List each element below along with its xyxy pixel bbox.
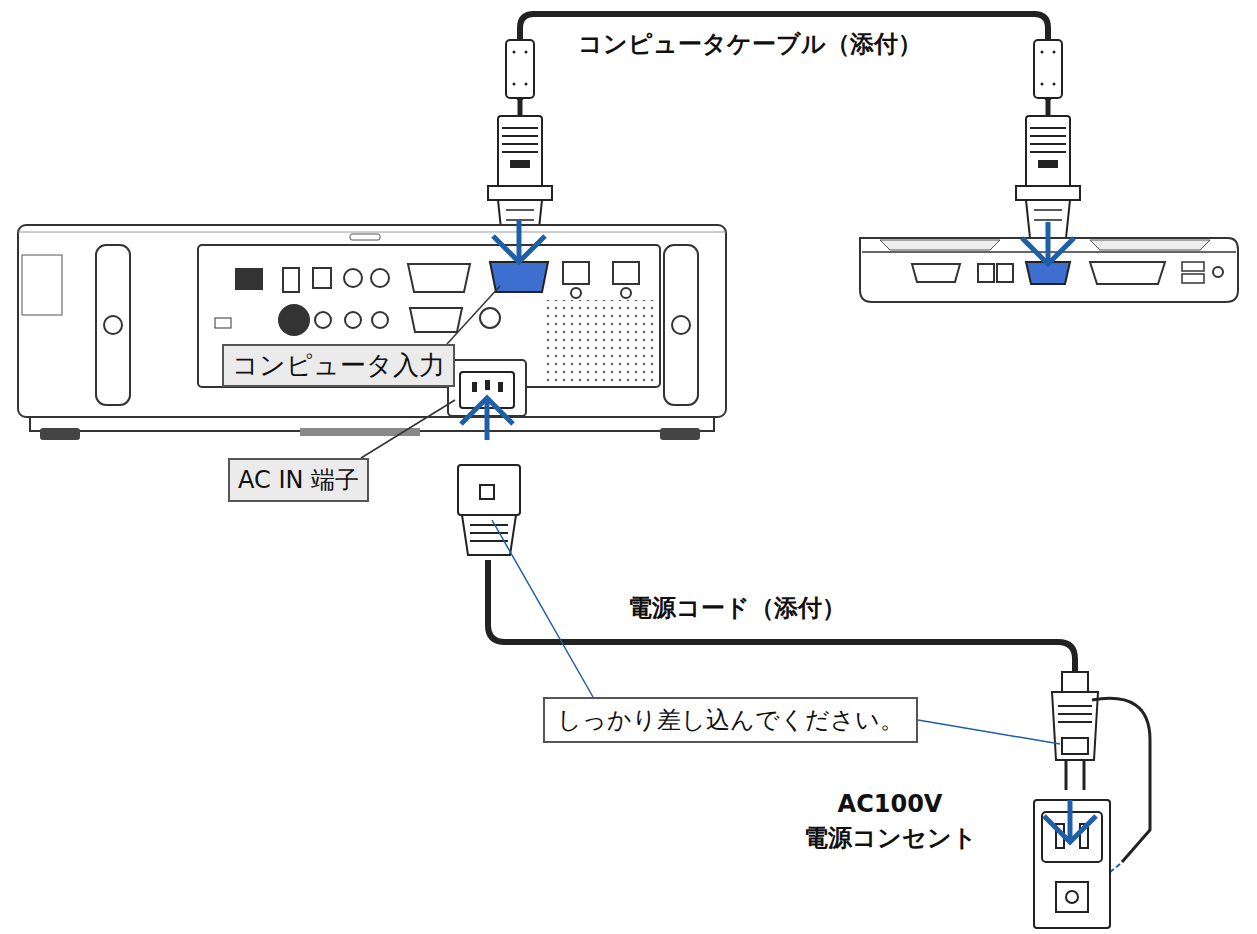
outlet-label: AC100V 電源コンセント	[770, 788, 1010, 855]
callout-box: AC IN 端子	[228, 458, 369, 502]
cord-label: 電源コード（添付）	[628, 592, 846, 624]
cable-label: コンピュータケーブル（添付）	[578, 28, 922, 60]
callout-text: AC IN 端子	[238, 464, 359, 496]
callout-box: しっかり差し込んでください。	[543, 697, 918, 743]
callout-text: しっかり差し込んでください。	[557, 704, 904, 736]
callout-text: コンピュータ入力	[232, 348, 445, 383]
callout-box: コンピュータ入力	[222, 344, 455, 387]
